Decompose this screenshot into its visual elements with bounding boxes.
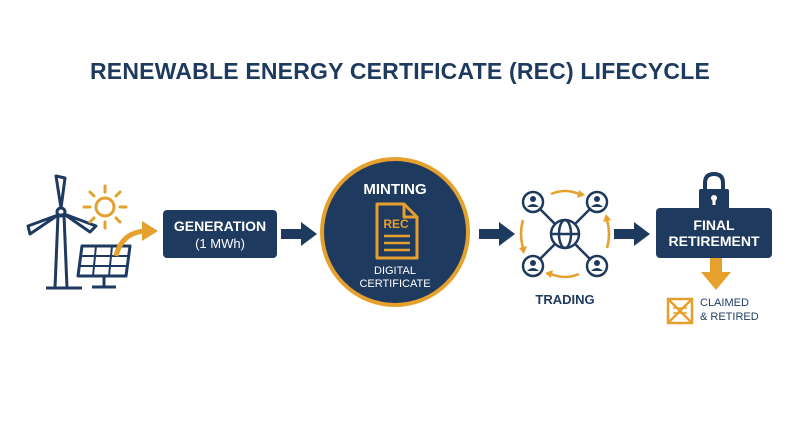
sun-icon (82, 184, 128, 230)
claimed-retired-label: CLAIMED & RETIRED (700, 296, 759, 324)
document-icon: REC (375, 202, 419, 260)
minting-label: MINTING (363, 181, 427, 198)
crossed-box-icon (666, 297, 694, 325)
arrow-right-icon (479, 222, 515, 246)
generation-box: GENERATION (1 MWh) (163, 210, 277, 258)
diagram-title: RENEWABLE ENERGY CERTIFICATE (REC) LIFEC… (89, 58, 711, 84)
padlock-icon (699, 171, 729, 211)
claimed-line1: CLAIMED (700, 297, 749, 309)
arrow-right-icon (281, 222, 317, 246)
generation-arrow (113, 221, 158, 257)
generation-amount: (1 MWh) (195, 236, 245, 251)
rec-doc-label: REC (383, 217, 409, 231)
minting-circle: MINTING REC DIGITAL CERTIFICATE (320, 157, 470, 307)
arrow-down-icon (701, 258, 731, 290)
final-retirement-box: FINAL RETIREMENT (656, 208, 772, 258)
claimed-line2: & RETIRED (700, 311, 759, 323)
retirement-line2: RETIREMENT (668, 233, 760, 249)
network-icon (519, 189, 611, 279)
retirement-line1: FINAL (693, 217, 735, 233)
minting-sub-line1: DIGITAL (374, 265, 416, 277)
wind-turbine-icon (26, 174, 98, 290)
minting-subtitle: DIGITAL CERTIFICATE (324, 265, 466, 291)
arrow-right-icon (614, 222, 650, 246)
solar-panel-icon (76, 244, 132, 289)
minting-sub-line2: CERTIFICATE (359, 278, 431, 290)
trading-label: TRADING (535, 292, 595, 307)
generation-label: GENERATION (173, 218, 267, 234)
